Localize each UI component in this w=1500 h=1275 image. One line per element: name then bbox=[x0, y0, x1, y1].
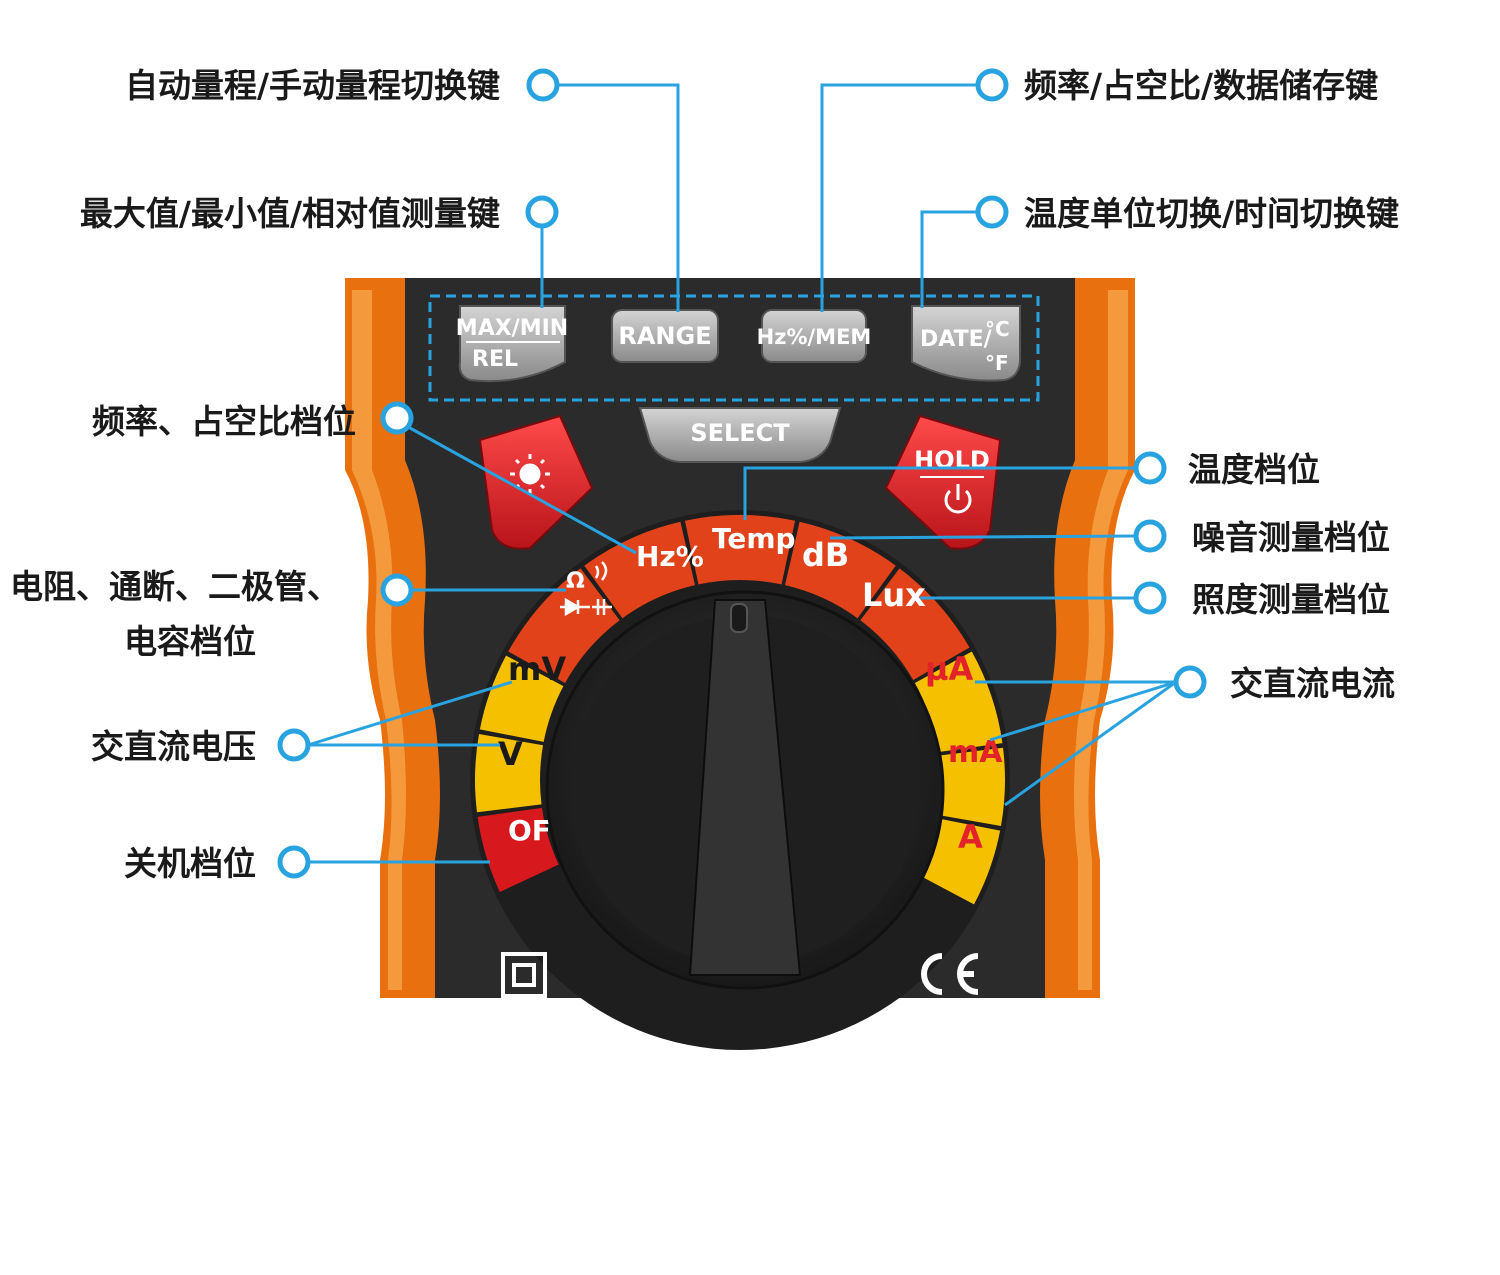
dial-segment-hz[interactable] bbox=[584, 521, 696, 619]
button-group-outline bbox=[428, 294, 1040, 402]
callout-current-position: 交直流电流 bbox=[1230, 664, 1395, 703]
ce-mark-icon bbox=[921, 953, 979, 995]
callout-voltage-position: 交直流电压 bbox=[91, 727, 256, 766]
dial-label-temp: Temp bbox=[712, 522, 796, 555]
max-min-label: MAX/MIN bbox=[456, 316, 568, 341]
dial-label-ua: µA bbox=[925, 650, 974, 688]
dial-label-v: V bbox=[498, 735, 523, 773]
deg-c-label: °C bbox=[985, 317, 1010, 341]
dial-label-db: dB bbox=[802, 536, 849, 574]
dial-segment-lux[interactable] bbox=[860, 568, 970, 680]
hold-label: HOLD bbox=[914, 446, 990, 474]
dial-labels: OFF V mV Ω Hz% Temp dB Lux µA mA A bbox=[498, 522, 1003, 856]
power-icon bbox=[944, 484, 972, 514]
max-min-rel-button[interactable]: MAX/MIN REL bbox=[456, 305, 568, 383]
callout-maxmin-key: 最大值/最小值/相对值测量键 bbox=[80, 194, 500, 233]
callout-leaders bbox=[307, 83, 1177, 864]
double-insulation-icon bbox=[501, 952, 547, 998]
callout-date-key: 温度单位切换/时间切换键 bbox=[1024, 194, 1399, 233]
callout-resistance-line1: 电阻、通断、二极管、 bbox=[10, 567, 340, 606]
sun-icon bbox=[510, 454, 550, 494]
dial-label-ohm: Ω bbox=[566, 569, 585, 594]
callout-dots bbox=[277, 68, 1207, 879]
hz-mem-label: Hz%/MEM bbox=[757, 325, 872, 349]
dial-segment-db[interactable] bbox=[784, 521, 896, 619]
rel-label: REL bbox=[472, 347, 518, 372]
dial-segment-acdc-mv[interactable] bbox=[479, 655, 564, 742]
dial-label-lux: Lux bbox=[862, 576, 926, 614]
dial-label-mv: mV bbox=[508, 650, 566, 688]
deg-f-label: °F bbox=[985, 351, 1009, 375]
date-temp-unit-button[interactable]: DATE/ °C °F bbox=[911, 305, 1021, 382]
backlight-button[interactable] bbox=[478, 414, 594, 550]
dial-segment-acdc-v[interactable] bbox=[475, 733, 544, 813]
housing-highlight-left bbox=[352, 290, 406, 990]
callout-db-position: 噪音测量档位 bbox=[1192, 518, 1390, 557]
hz-mem-button[interactable]: Hz%/MEM bbox=[757, 309, 872, 363]
callout-temp-position: 温度档位 bbox=[1188, 450, 1320, 489]
dial-label-hz: Hz% bbox=[636, 540, 704, 573]
select-label: SELECT bbox=[690, 419, 790, 447]
dial-label-ma: mA bbox=[948, 735, 1003, 770]
callout-range-key: 自动量程/手动量程切换键 bbox=[125, 66, 500, 105]
callout-off-position: 关机档位 bbox=[124, 844, 256, 883]
callout-resistance-line2: 电容档位 bbox=[124, 622, 256, 661]
range-button[interactable]: RANGE bbox=[611, 309, 719, 363]
callout-hz-position: 频率、占空比档位 bbox=[92, 402, 356, 441]
dial-segment-temp[interactable] bbox=[684, 515, 796, 585]
callout-lux-position: 照度测量档位 bbox=[1192, 580, 1390, 619]
callout-hz-key: 频率/占空比/数据储存键 bbox=[1024, 66, 1378, 105]
knob-pointer-indicator bbox=[730, 603, 748, 633]
diode-capacitor-icon bbox=[560, 561, 612, 617]
range-label: RANGE bbox=[618, 322, 711, 350]
select-button[interactable]: SELECT bbox=[638, 407, 842, 463]
knob-pointer-grip bbox=[688, 599, 802, 976]
housing-highlight-right bbox=[1074, 290, 1128, 990]
dial-label-a: A bbox=[958, 818, 983, 856]
rotary-knob[interactable] bbox=[545, 590, 945, 990]
dial-segment-off[interactable] bbox=[477, 807, 559, 892]
callout-texts: 自动量程/手动量程切换键 最大值/最小值/相对值测量键 频率/占空比/数据储存键… bbox=[10, 66, 1399, 883]
dial-segment-ua[interactable] bbox=[914, 651, 1003, 753]
dial-segment-ohm[interactable] bbox=[508, 568, 620, 684]
dial-segment-ma[interactable] bbox=[936, 747, 1005, 827]
date-label: DATE/ bbox=[920, 327, 993, 352]
